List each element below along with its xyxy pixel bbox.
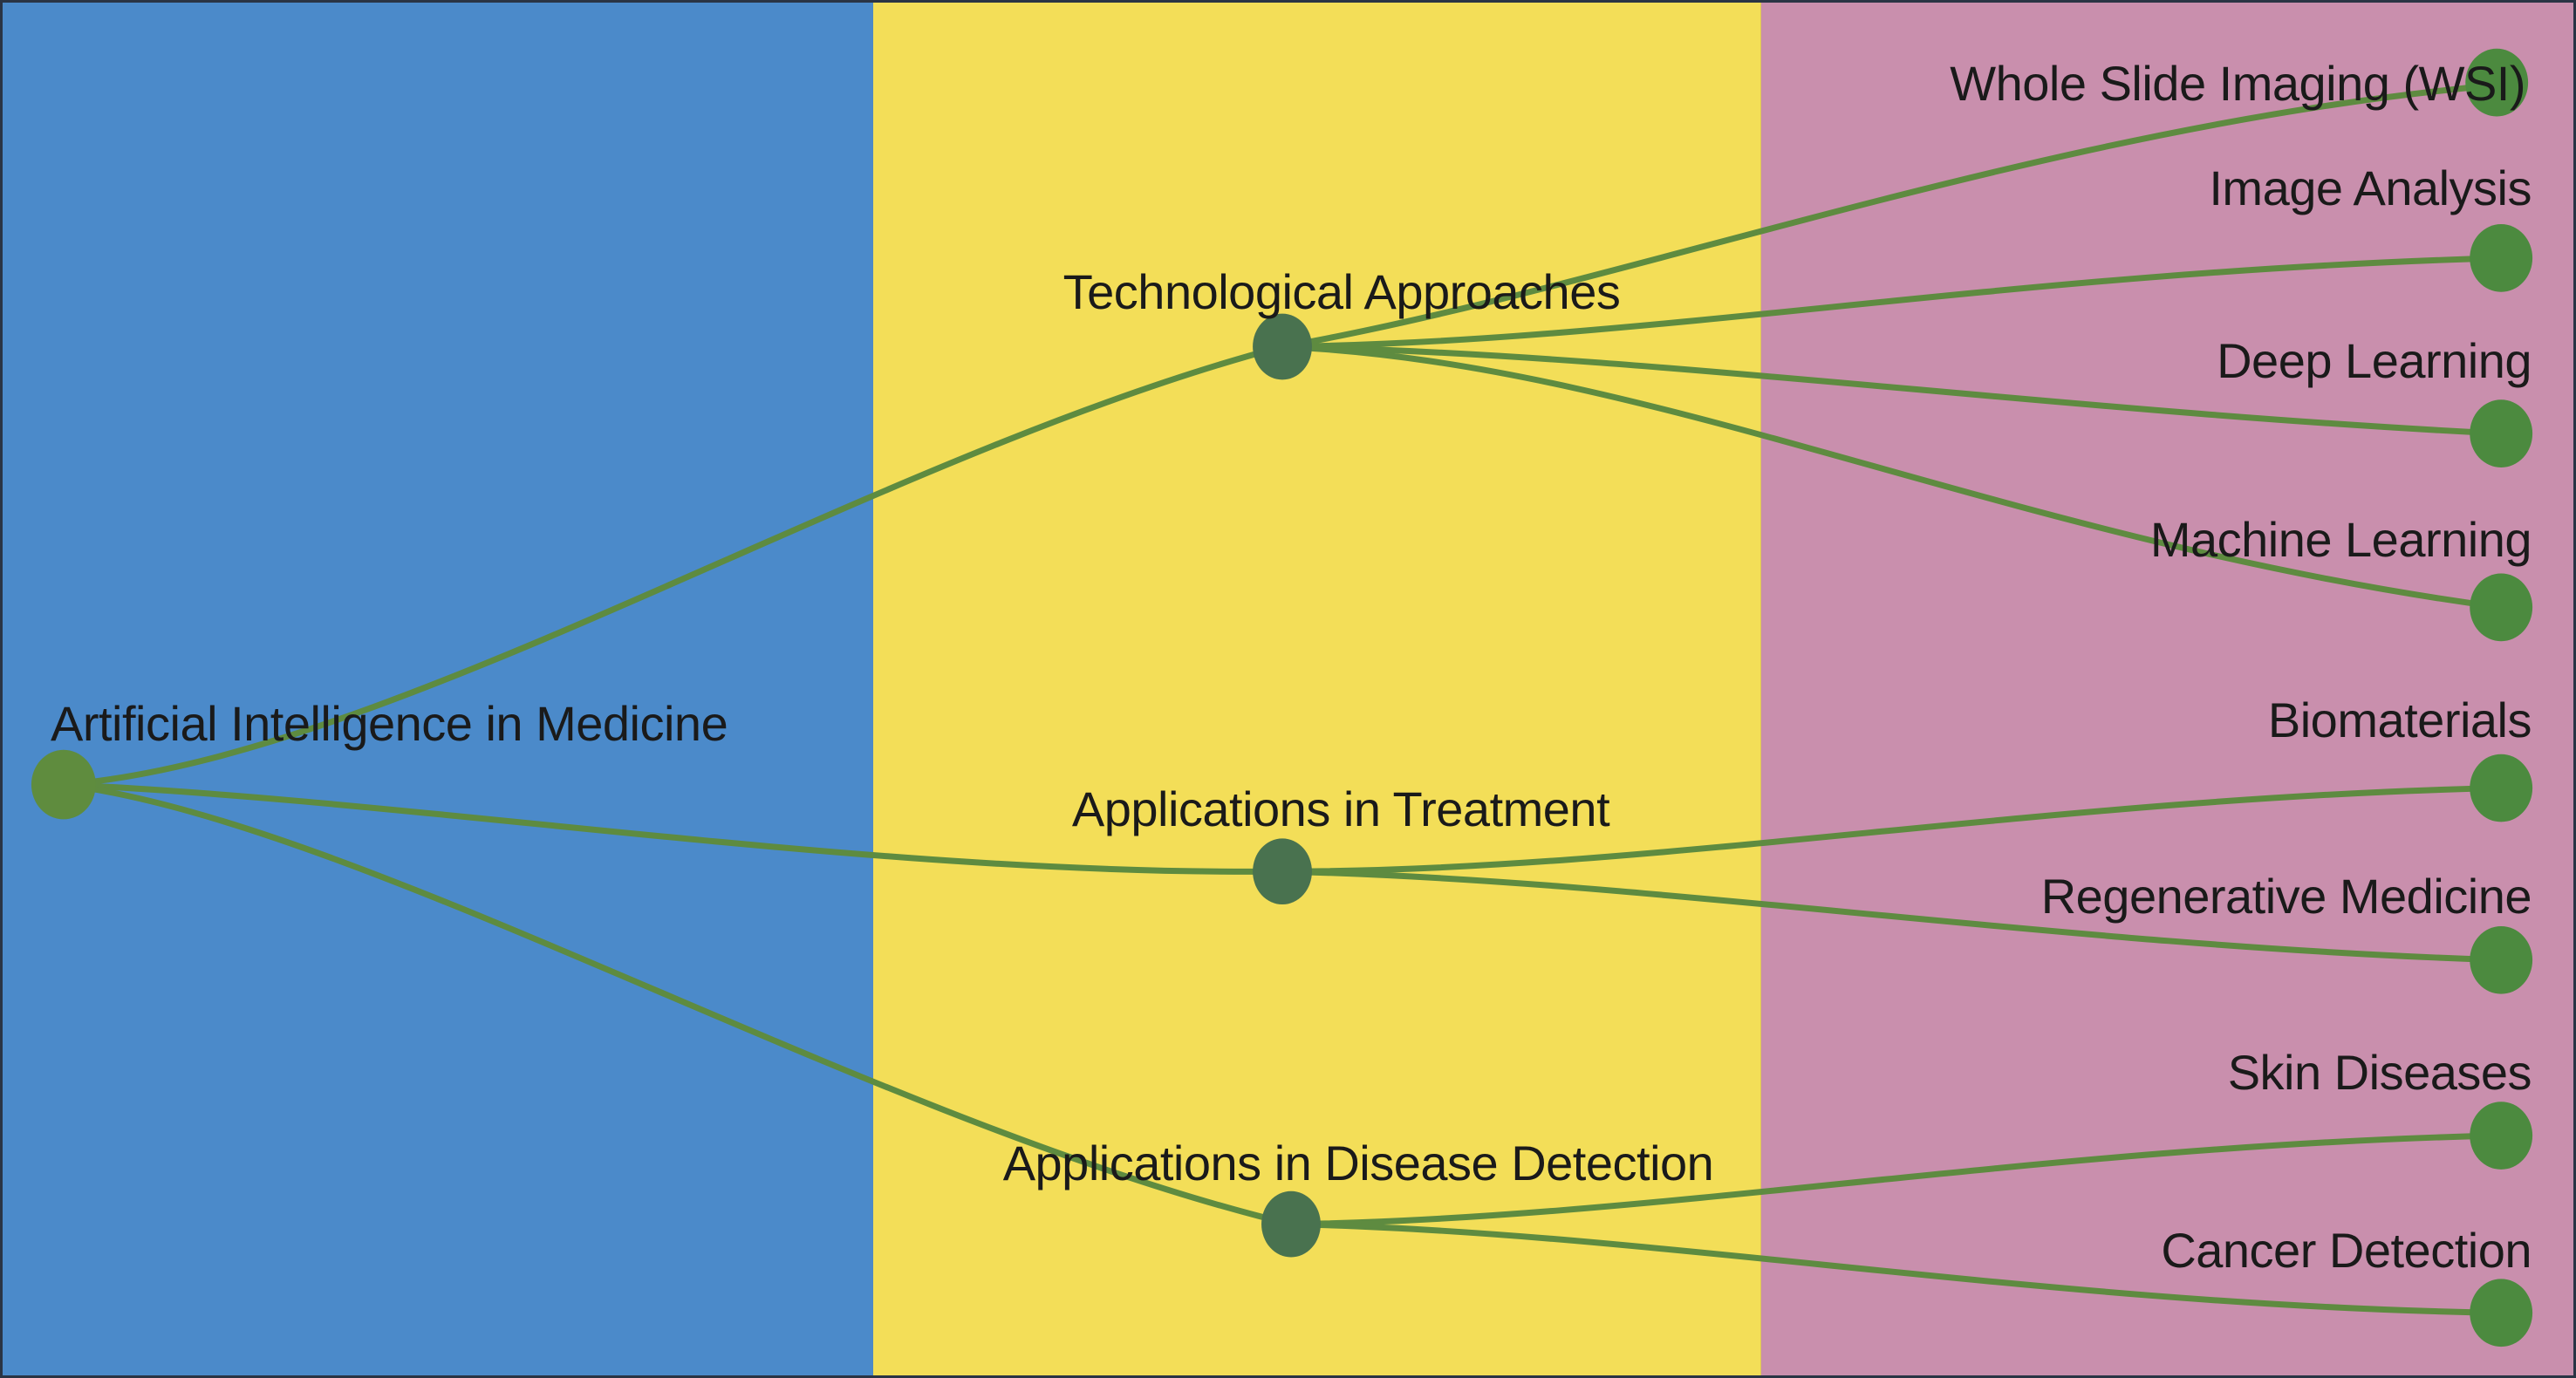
leaf-label-biomaterials: Biomaterials [2267,692,2532,748]
band-branch-level [872,3,1761,1375]
leaf-label-deep-learning: Deep Learning [2217,333,2532,389]
branch-label-applications-in-disease-detection: Applications in Disease Detection [1002,1136,1714,1191]
edge-tech-to-image-analysis [1279,255,2504,350]
edge-tech-to-machine-learning [1279,344,2504,611]
leaf-label-cancer-detection: Cancer Detection [2161,1223,2532,1279]
leaf-dot-skin-diseases [2470,1102,2533,1170]
leaf-label-image-analysis: Image Analysis [2209,160,2532,216]
edge-tech-to-whole-slide-imaging [1279,82,2500,350]
edge-root-to-technological-approaches [60,344,1286,788]
edge-root-to-applications-in-treatment [60,781,1286,875]
branch-dot-technological-approaches [1253,313,1312,380]
leaf-label-regenerative-medicine: Regenerative Medicine [2040,869,2532,924]
mindmap-graphics [3,3,2573,1375]
edge-tech-to-deep-learning [1279,344,2504,437]
leaf-dot-regenerative-medicine [2470,925,2533,994]
root-node-label: Artificial Intelligence in Medicine [51,696,728,752]
edge-treatment-to-biomaterials [1279,785,2504,875]
branch-label-applications-in-treatment: Applications in Treatment [1071,781,1610,837]
root-node-dot [31,749,96,820]
branch-dot-applications-in-treatment [1253,838,1312,905]
leaf-dot-deep-learning [2470,399,2533,467]
leaf-dot-image-analysis [2470,224,2533,292]
leaf-dot-biomaterials [2470,754,2533,822]
branch-dot-applications-in-disease-detection [1261,1190,1321,1258]
leaf-dot-whole-slide-imaging [2465,48,2529,117]
leaf-dot-cancer-detection [2470,1279,2533,1347]
leaf-label-machine-learning: Machine Learning [2149,512,2532,568]
leaf-label-whole-slide-imaging: Whole Slide Imaging (WSI) [1950,56,2525,112]
leaf-label-skin-diseases: Skin Diseases [2227,1045,2532,1101]
edge-treatment-to-regenerative-medicine [1279,868,2504,964]
band-leaf-level [1760,3,2573,1375]
edge-disease-to-skin-diseases [1288,1132,2504,1228]
edge-disease-to-cancer-detection [1288,1221,2504,1316]
branch-label-technological-approaches: Technological Approaches [1063,264,1621,320]
edge-root-to-applications-in-disease-detection [60,781,1295,1228]
leaf-dot-machine-learning [2470,573,2533,642]
band-root-level [3,3,873,1375]
